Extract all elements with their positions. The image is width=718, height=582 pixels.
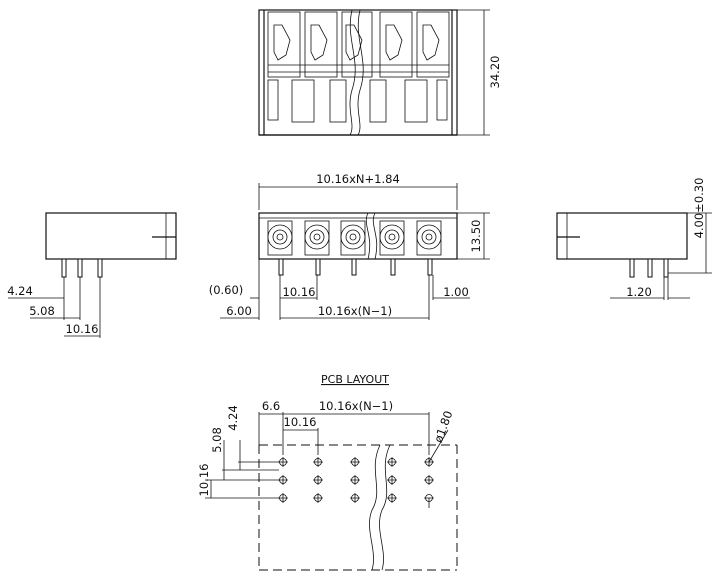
pcb-layout: PCB LAYOUT 6.6 10.16x(N−1) 10.16 <box>197 373 458 571</box>
dim-lead-5-08: 5.08 <box>29 304 55 318</box>
pcb-layout-title: PCB LAYOUT <box>321 373 389 386</box>
dim-front-height: 13.50 <box>469 220 483 253</box>
dim-pcb-pitch-n: 10.16x(N−1) <box>319 399 393 413</box>
dim-lead-10-16: 10.16 <box>66 322 99 336</box>
dim-pcb-6-6: 6.6 <box>262 399 280 413</box>
dim-height-top: 34.20 <box>488 56 502 89</box>
right-side-view: 4.00±0.30 1.20 <box>556 178 712 300</box>
dim-pcb-10-16-left: 10.16 <box>197 464 211 497</box>
dim-pcb-10-16-top: 10.16 <box>284 415 317 429</box>
dim-front-1-00: 1.00 <box>443 285 469 299</box>
dim-pcb-5-08: 5.08 <box>210 427 224 453</box>
dim-overall-width: 10.16xN+1.84 <box>316 172 400 186</box>
dim-side-pin-offset: 4.00±0.30 <box>692 178 706 239</box>
dim-front-pitch: 10.16 <box>283 285 316 299</box>
dim-front-pitch-n: 10.16x(N−1) <box>318 304 392 318</box>
dim-side-1-20: 1.20 <box>626 285 652 299</box>
dim-lead-4-24: 4.24 <box>7 284 33 298</box>
dim-pcb-hole: ø1.80 <box>431 409 455 444</box>
front-view: 10.16xN+1.84 13.50 <box>209 172 490 320</box>
dim-front-6-00: 6.00 <box>226 304 252 318</box>
top-view: 34.20 <box>258 9 502 136</box>
dim-pcb-4-24: 4.24 <box>226 405 240 431</box>
dim-front-0-60: (0.60) <box>209 283 244 297</box>
left-side-view: 4.24 5.08 10.16 <box>7 212 177 338</box>
